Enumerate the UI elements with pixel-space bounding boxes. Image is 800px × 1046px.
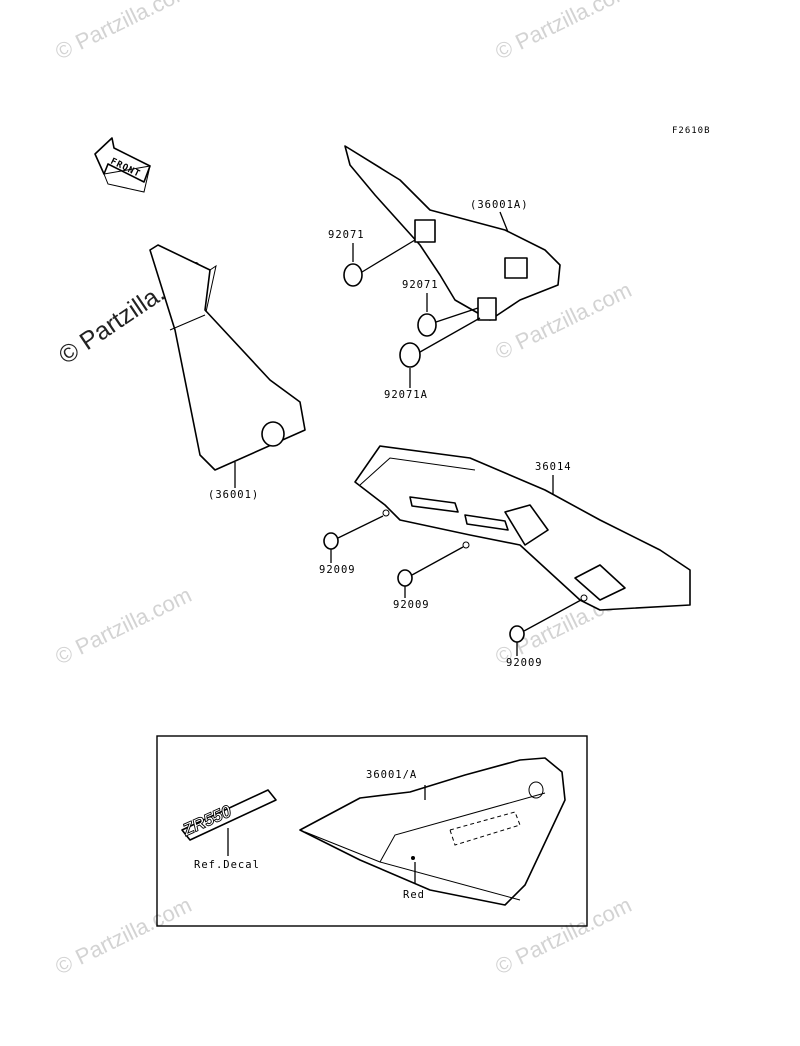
label-color-red: Red bbox=[403, 889, 425, 901]
inset-frame bbox=[156, 735, 588, 927]
watermark: © Partzilla.com bbox=[51, 582, 195, 669]
figure-code: F2610B bbox=[672, 126, 711, 136]
decal-zr550: ZR550 Ref.Decal bbox=[179, 789, 277, 871]
inset-side-cover: 36001/A Red bbox=[299, 757, 566, 906]
label-ref-decal: Ref.Decal bbox=[194, 859, 260, 871]
decal-inset: ZR550 Ref.Decal 36001/A Red bbox=[156, 735, 588, 927]
label-bolt-left: 92009 bbox=[319, 564, 356, 576]
damper-upper: 92071 bbox=[328, 229, 416, 287]
label-chain-cover: 36014 bbox=[535, 461, 572, 473]
side-cover-left: (36001) bbox=[149, 244, 306, 501]
label-damper-upper: 92071 bbox=[328, 229, 365, 241]
bolt-middle: 92009 bbox=[393, 546, 464, 611]
damper-middle: 92071 bbox=[402, 279, 479, 337]
label-side-cover-right: (36001A) bbox=[470, 199, 529, 211]
label-bolt-right: 92009 bbox=[506, 657, 543, 669]
front-arrow-icon: FRONT bbox=[94, 137, 151, 193]
watermark: © Partzilla.com bbox=[491, 892, 635, 979]
color-marker-dot bbox=[411, 856, 415, 860]
label-inset-cover: 36001/A bbox=[366, 769, 417, 781]
watermark: © Partzilla.com bbox=[51, 0, 195, 64]
side-cover-right: (36001A) bbox=[344, 145, 561, 321]
damper-lower: 92071A bbox=[384, 317, 481, 401]
label-bolt-middle: 92009 bbox=[393, 599, 430, 611]
bolt-left: 92009 bbox=[319, 515, 384, 576]
watermark: © Partzilla.com bbox=[491, 0, 635, 64]
label-side-cover-left: (36001) bbox=[208, 489, 259, 501]
chain-cover: 36014 bbox=[354, 445, 691, 611]
decal-text: ZR550 bbox=[179, 801, 235, 840]
label-damper-middle: 92071 bbox=[402, 279, 439, 291]
watermark: © Partzilla.com bbox=[51, 892, 195, 979]
bolt-right: 92009 bbox=[506, 599, 582, 669]
label-damper-lower: 92071A bbox=[384, 389, 428, 401]
